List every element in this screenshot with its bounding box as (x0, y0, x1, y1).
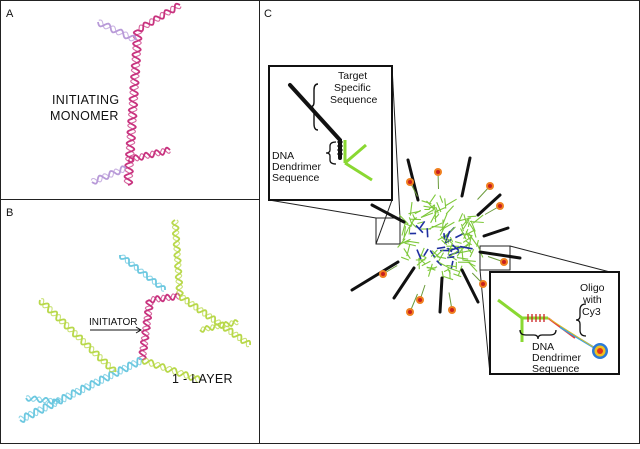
dendrimer-outer-strand (468, 216, 477, 217)
upper-callout-connector-bottom (376, 200, 392, 244)
target-arm (480, 252, 520, 258)
initiator-label: INITIATOR (89, 317, 138, 328)
dendrimer-outer-strand (446, 227, 456, 236)
dendrimer-outer-strand (409, 228, 410, 235)
upper-dna-label-line3: Sequence (272, 172, 319, 184)
dendrimer-outer-strand (405, 243, 416, 246)
dendrimer-core-strand (437, 247, 445, 248)
target-arm (394, 268, 414, 298)
panel-a-letter: A (6, 8, 14, 20)
cy3-bead-core (502, 260, 506, 264)
dendrimer-outer-strand (401, 257, 409, 260)
cy3-bead-core (408, 310, 412, 314)
oligo-label-line1: Oligo (580, 282, 605, 294)
layer-label: 1 - LAYER (172, 372, 233, 386)
dendrimer-outer-strand (446, 265, 456, 266)
panel-b-letter: B (6, 207, 13, 219)
dendrimer-outer-strand (435, 212, 436, 222)
lower-callout-connector-right (510, 246, 610, 272)
monomer-label-line1: INITIATING (52, 93, 119, 107)
lower-dna-label-line3: Sequence (532, 363, 579, 375)
cy3-bead-core (481, 282, 485, 286)
dendrimer-outer-strand (446, 206, 454, 214)
arm-right-strand-b (179, 296, 249, 347)
oligo-label-line3: Cy3 (582, 306, 601, 318)
dendrimer-outer-strand (464, 260, 476, 261)
panel-c-letter: C (264, 8, 272, 20)
dendrimer-outer-strand (443, 214, 447, 224)
dendrimer-outer-strand (455, 242, 462, 244)
target-label-line3: Sequence (330, 94, 377, 106)
dendrimer-outer-strand (443, 276, 454, 280)
monomer-upper-left-arm-strand-a (98, 22, 136, 40)
dendrimer-outer-strand (417, 222, 423, 224)
dendrimer-outer-strand (413, 214, 415, 219)
dendrimer-outer-strand (453, 274, 461, 277)
cy3-bead-core (436, 170, 440, 174)
monomer-upper-arm-strand-a (138, 4, 180, 31)
target-label-line1: Target (338, 70, 367, 82)
arm-right-strand-a (180, 296, 250, 345)
cy3-bead-core (488, 184, 492, 188)
cy3-bead-core (450, 308, 454, 312)
upper-callout-connector-left (269, 200, 376, 218)
arm-left-strand-a (40, 300, 116, 372)
cy3-dye-inner (597, 348, 603, 354)
dendrimer-core-strand (427, 228, 428, 237)
upper-callout-connector-top (392, 66, 400, 218)
cy3-bead-core (498, 204, 502, 208)
cy3-bead-core (381, 272, 385, 276)
lower-zoom-box (480, 246, 510, 270)
target-arm (462, 158, 470, 196)
dendrimer-sphere (398, 195, 484, 280)
cy3-bead-core (408, 180, 412, 184)
cy3-bead-core (418, 298, 422, 302)
oligo-label-line2: with (582, 294, 602, 306)
dendrimer-outer-strand (429, 223, 442, 229)
target-arm (462, 270, 478, 302)
arm-upper-left-strand-a (120, 255, 165, 290)
dendrimer-outer-strand (407, 245, 410, 256)
monomer-label-line2: MONOMER (50, 109, 119, 123)
upper-zoom-box (376, 218, 400, 244)
dendrimer-outer-strand (429, 195, 435, 204)
target-label-line2: Specific (334, 82, 371, 94)
dendrimer-outer-strand (445, 198, 446, 208)
target-arm (440, 278, 442, 312)
dendrimer-core-strand (451, 261, 453, 269)
target-arm (352, 262, 398, 290)
dendrimer-outer-strand (440, 196, 443, 203)
dendrimer-core-strand (417, 250, 421, 260)
dendrimer-outer-strand (468, 222, 469, 227)
dendrimer-outer-strand (445, 199, 456, 206)
target-arm (484, 228, 508, 236)
dendrimer-core-strand (424, 249, 428, 256)
dendrimer-outer-strand (467, 231, 473, 235)
